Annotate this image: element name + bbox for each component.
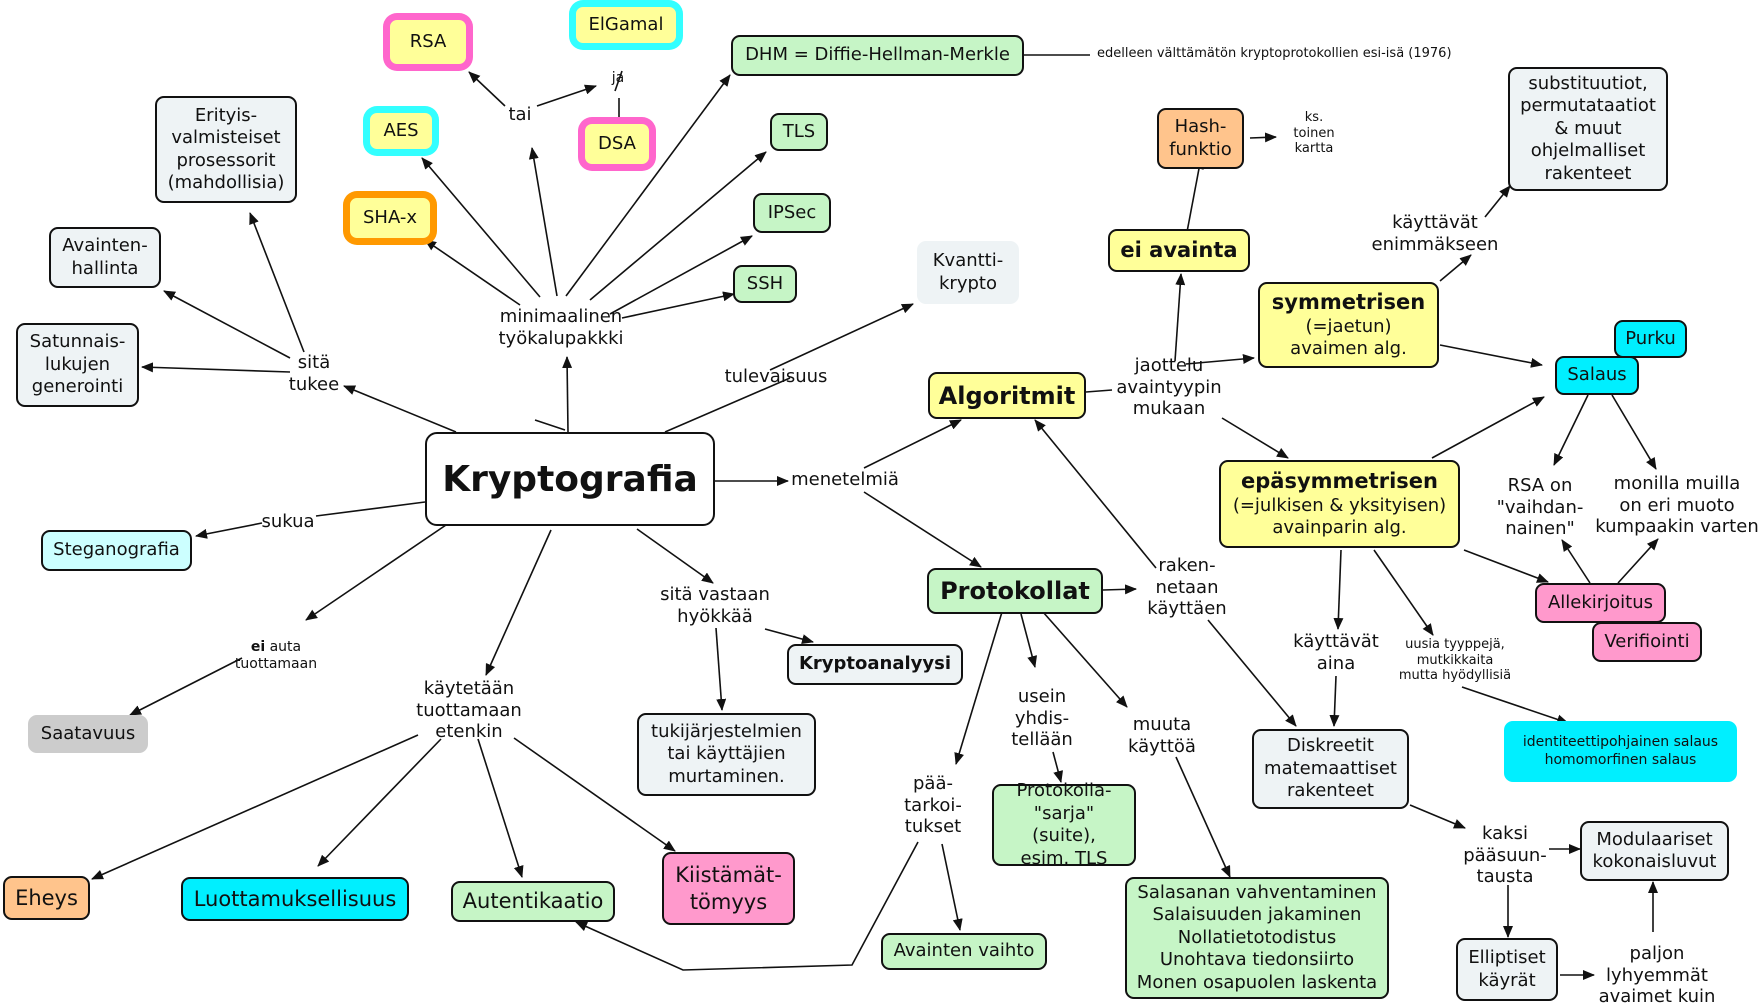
allekirjoitus-node: Allekirjoitus	[1535, 583, 1666, 623]
symmetrisen-node: symmetrisen (=jaetun) avaimen alg.	[1258, 282, 1439, 368]
label-ei-auta-bold: ei	[250, 638, 266, 655]
ssh-node: SSH	[733, 265, 797, 303]
steganografia-node: Steganografia	[41, 530, 192, 571]
elgamal-node: ElGamal	[574, 5, 678, 45]
label-sita-vastaan-hyokkaa: sitä vastaan hyökkää	[660, 584, 770, 627]
kryptoanalyysi-node: Kryptoanalyysi	[787, 644, 963, 685]
label-tulevaisuus: tulevaisuus	[724, 366, 828, 387]
saatavuus-node: Saatavuus	[28, 715, 148, 753]
label-rsa-on-vaihdannainen: RSA on "vaihdan- nainen"	[1496, 475, 1584, 540]
epasymmetrisen-title: epäsymmetrisen	[1241, 469, 1438, 494]
verifiointi-node: Verifiointi	[1592, 622, 1702, 662]
erityisvalmisteiset-prosessorit-node: Erityis- valmisteiset prosessorit (mahdo…	[155, 96, 297, 203]
label-uusia-tyyppeja: uusia tyyppejä, mutkikkaita mutta hyödyl…	[1398, 637, 1512, 684]
modulaariset-kokonaisluvut-node: Modulaariset kokonaisluvut	[1580, 821, 1729, 881]
label-monilla-muilla: monilla muilla on eri muoto kumpaakin va…	[1595, 473, 1759, 538]
substituutiot-node: substituutiot, permutataatiot & muut ohj…	[1508, 67, 1668, 191]
label-kaksi-paasuuntausta: kaksi pääsuun- tausta	[1463, 823, 1547, 888]
avainten-vaihto-node: Avainten vaihto	[881, 933, 1047, 970]
kryptografia-node: Kryptografia	[425, 432, 715, 526]
symmetrisen-subtitle: (=jaetun) avaimen alg.	[1290, 315, 1407, 360]
hash-note: ks. toinen kartta	[1293, 110, 1335, 157]
salasanan-vahventaminen-node: Salasanan vahventaminen Salaisuuden jaka…	[1125, 877, 1389, 999]
purku-node: Purku	[1614, 320, 1687, 358]
label-paljon-lyhyemmat: paljon lyhyemmät avaimet kuin	[1598, 943, 1716, 1008]
label-rakennetaan-kayttaen: raken- netaan käyttäen	[1147, 555, 1227, 620]
autentikaatio-node: Autentikaatio	[451, 881, 615, 922]
elliptiset-kayrat-node: Elliptiset käyrät	[1456, 938, 1558, 1001]
kvantti-krypto-node: Kvantti- krypto	[917, 241, 1019, 304]
label-kaytetaan-tuottamaan: käytetään tuottamaan etenkin	[416, 678, 522, 743]
symmetrisen-title: symmetrisen	[1271, 290, 1426, 315]
label-menetelmia: menetelmiä	[791, 469, 899, 490]
epasymmetrisen-node: epäsymmetrisen (=julkisen & yksityisen) …	[1219, 460, 1460, 548]
dhm-node: DHM = Diffie-Hellman-Merkle	[731, 35, 1024, 76]
label-tai: tai	[508, 104, 532, 125]
protokollat-node[interactable]: Protokollat	[927, 568, 1103, 614]
label-ja: ja	[611, 70, 625, 86]
hash-funktio-node: Hash- funktio	[1157, 108, 1244, 169]
sha-x-node: SHA-x	[348, 196, 432, 240]
rsa-node: RSA	[388, 18, 468, 66]
label-muuta-kayttoa: muuta käyttöä	[1128, 714, 1196, 757]
diskreetit-rakenteet-node: Diskreetit matemaattiset rakenteet	[1252, 729, 1409, 809]
epasymmetrisen-subtitle: (=julkisen & yksityisen) avainparin alg.	[1232, 494, 1447, 539]
dhm-note: edelleen välttämätön kryptoprotokollien …	[1097, 46, 1452, 61]
avaintenhallinta-node: Avainten- hallinta	[49, 227, 161, 288]
eheys-node: Eheys	[3, 876, 90, 920]
salaus-node: Salaus	[1555, 356, 1639, 395]
label-minimaalinen-tyokalupakkki: minimaalinen työkalupakkki	[498, 306, 624, 349]
label-kayttavat-enimmakseen: käyttävät enimmäkseen	[1371, 212, 1499, 255]
label-kayttavat-aina: käyttävät aina	[1293, 631, 1379, 674]
luottamuksellisuus-node: Luottamuksellisuus	[181, 877, 409, 921]
label-jaottelu: jaottelu avaintyypin mukaan	[1116, 355, 1222, 420]
satunnaislukujen-generointi-node: Satunnais- lukujen generointi	[16, 323, 139, 407]
kiistamattomyys-node: Kiistämät- tömyys	[662, 852, 795, 925]
aes-node: AES	[368, 111, 434, 151]
label-ei-auta-tuottamaan: ei auta tuottamaan	[220, 622, 332, 672]
label-sita-tukee: sitä tukee	[288, 352, 340, 395]
ipsec-node: IPSec	[753, 193, 831, 233]
label-sukua: sukua	[261, 511, 315, 532]
ei-avainta-node: ei avainta	[1108, 229, 1250, 272]
tls-node: TLS	[770, 113, 828, 151]
dsa-node: DSA	[583, 122, 651, 166]
identiteettipohjainen-node: identiteettipohjainen salaus homomorfine…	[1504, 721, 1737, 782]
label-ei-auta-rest: auta tuottamaan	[234, 638, 318, 672]
label-paatarkoitukset: pää- tarkoi- tukset	[904, 773, 962, 838]
tukijarjestelmien-murtaminen-node: tukijärjestelmien tai käyttäjien murtami…	[637, 713, 816, 796]
protokolla-sarja-node: Protokolla- "sarja" (suite), esim. TLS	[992, 780, 1136, 869]
label-usein-yhdistellaan: usein yhdis- tellään	[1011, 686, 1073, 751]
algoritmit-node[interactable]: Algoritmit	[928, 372, 1086, 419]
